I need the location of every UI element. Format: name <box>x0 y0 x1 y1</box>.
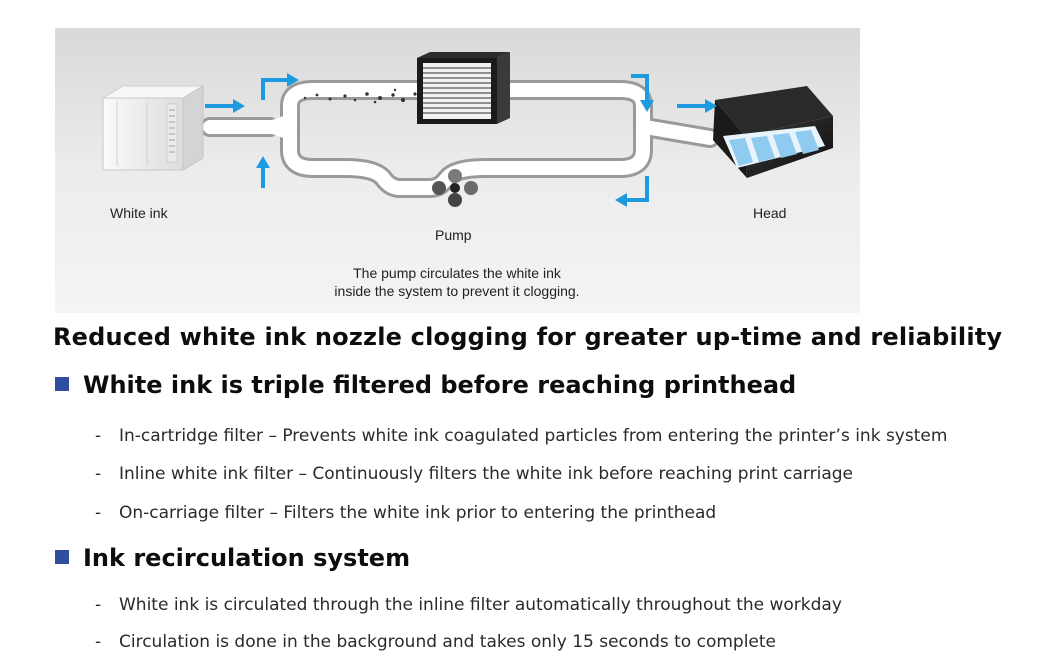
list-item: -White ink is circulated through the inl… <box>95 594 842 616</box>
ink-tubes <box>200 80 720 198</box>
list-item-text: Circulation is done in the background an… <box>119 632 776 652</box>
dash-icon: - <box>95 503 102 523</box>
caption-line-2: inside the system to prevent it clogging… <box>334 283 579 299</box>
inline-filter <box>417 52 510 124</box>
list-item: -On-carriage filter – Filters the white … <box>95 502 716 524</box>
list-item-text: Inline white ink filter – Continuously f… <box>119 464 853 484</box>
list-item: -Circulation is done in the background a… <box>95 631 776 653</box>
white-ink-cartridge <box>101 85 205 171</box>
list-item-text: On-carriage filter – Filters the white i… <box>119 503 717 523</box>
main-heading: Reduced white ink nozzle clogging for gr… <box>53 323 1003 351</box>
ink-circulation-diagram: White ink Pump Head The pump circulates … <box>55 28 860 313</box>
pump <box>432 169 478 207</box>
label-head: Head <box>753 205 786 221</box>
section-title-triple-filter: White ink is triple filtered before reac… <box>55 370 796 400</box>
section-title-text: Ink recirculation system <box>83 544 411 572</box>
dash-icon: - <box>95 426 102 446</box>
list-item-text: In-cartridge filter – Prevents white ink… <box>119 426 948 446</box>
flow-arrows <box>205 73 717 207</box>
printhead <box>713 86 833 178</box>
caption-line-1: The pump circulates the white ink <box>353 265 562 281</box>
square-bullet-icon <box>55 550 69 564</box>
list-item: -Inline white ink filter – Continuously … <box>95 463 853 485</box>
dash-icon: - <box>95 632 102 652</box>
dash-icon: - <box>95 595 102 615</box>
list-item-text: White ink is circulated through the inli… <box>119 595 842 615</box>
label-white-ink: White ink <box>110 205 169 221</box>
label-pump: Pump <box>435 227 472 243</box>
list-item: -In-cartridge filter – Prevents white in… <box>95 425 947 447</box>
dash-icon: - <box>95 464 102 484</box>
square-bullet-icon <box>55 377 69 391</box>
section-title-text: White ink is triple filtered before reac… <box>83 371 797 399</box>
section-title-recirculation: Ink recirculation system <box>55 543 410 573</box>
